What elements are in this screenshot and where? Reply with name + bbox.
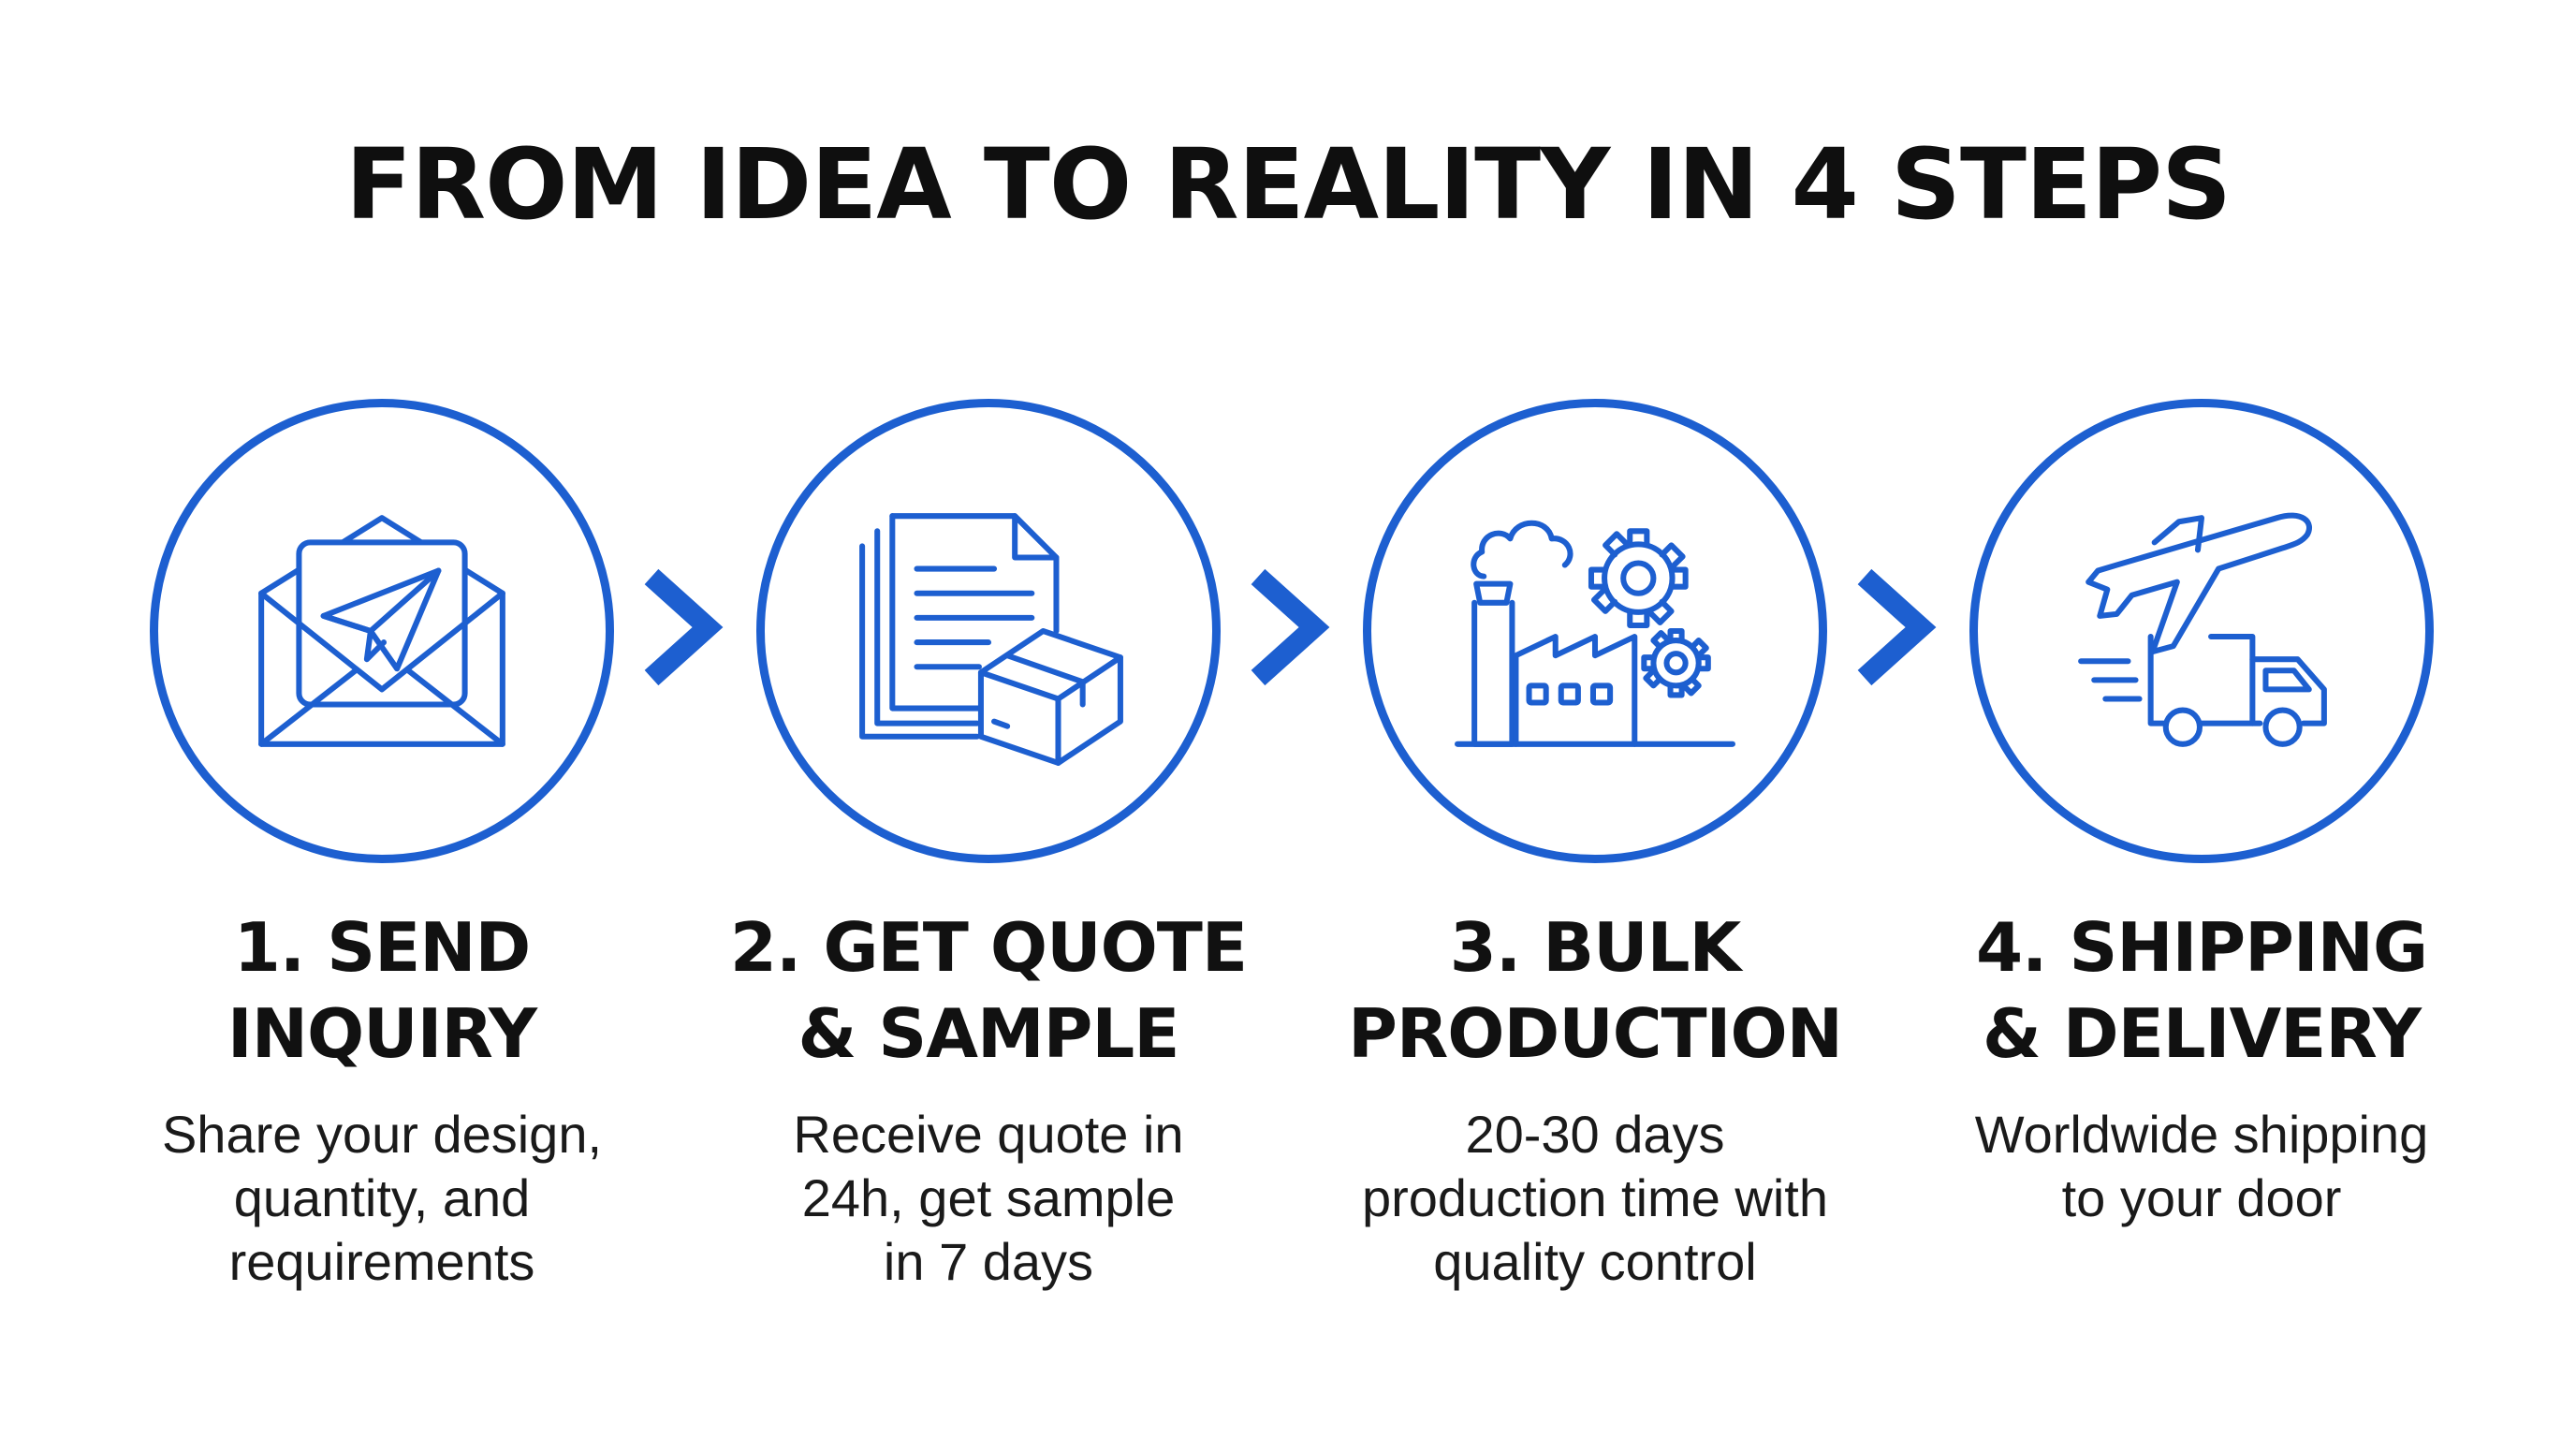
step-2-description: Receive quote in 24h, get sample in 7 da… [793,1105,1184,1291]
chevron-right-icon [644,568,724,686]
chevron-right-icon [1251,568,1330,686]
step-3-description: 20-30 days production time with quality … [1361,1105,1828,1291]
step-3-circle [1363,399,1827,863]
step-2-title: 2. GET QUOTE & SAMPLE [729,908,1248,1073]
step-1-circle [150,399,614,863]
step-1-description: Share your design, quantity, and require… [161,1105,603,1291]
step-4-title: 4. SHIPPING & DELIVERY [1975,908,2428,1073]
step-3-title: 3. BULK PRODUCTION [1348,908,1843,1073]
page-title: FROM IDEA TO REALITY IN 4 STEPS [344,127,2232,242]
envelope-paper-plane-icon [258,515,505,747]
airplane-truck-icon [2078,512,2327,747]
step-4-circle [1969,399,2434,863]
step-2-circle [756,399,1221,863]
documents-box-icon [859,513,1123,766]
step-1-title: 1. SEND INQUIRY [227,908,537,1073]
factory-gears-icon [1455,520,1735,747]
chevron-right-icon [1857,568,1937,686]
step-4-description: Worldwide shipping to your door [1974,1105,2429,1227]
